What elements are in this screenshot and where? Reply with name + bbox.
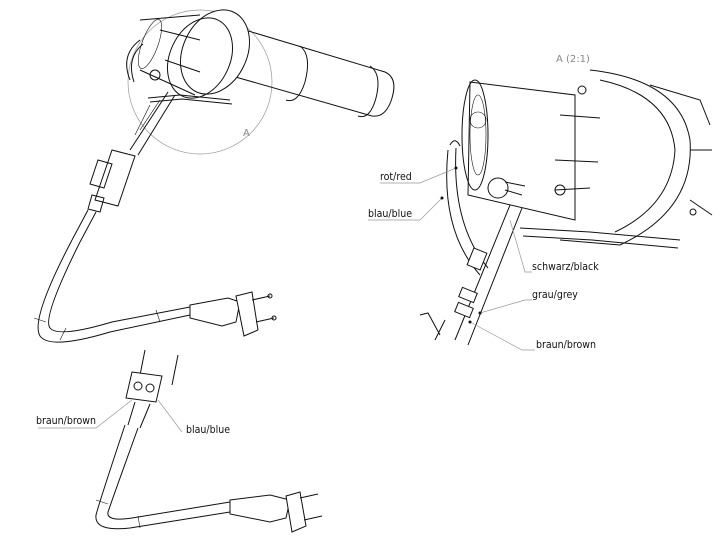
detail-circle-a — [127, 9, 273, 155]
detail-a-view: A (2:1) rot/red b — [368, 54, 713, 351]
label-red-wire: rot/red — [380, 171, 412, 183]
connector-brown-label: braun/brown — [36, 415, 96, 427]
label-blue-wire: blau/blue — [368, 208, 412, 220]
label-grey-wire: grau/grey — [532, 289, 578, 301]
detail-title: A (2:1) — [556, 54, 590, 65]
connector-blue-label: blau/blue — [186, 424, 230, 436]
label-brown-wire: braun/brown — [536, 339, 596, 351]
cord-connector-detail: braun/brown blau/blue — [36, 349, 323, 533]
detail-marker-label: A — [243, 128, 250, 139]
heat-gun-overview: A — [33, 9, 395, 343]
label-black-wire: schwarz/black — [532, 261, 599, 273]
